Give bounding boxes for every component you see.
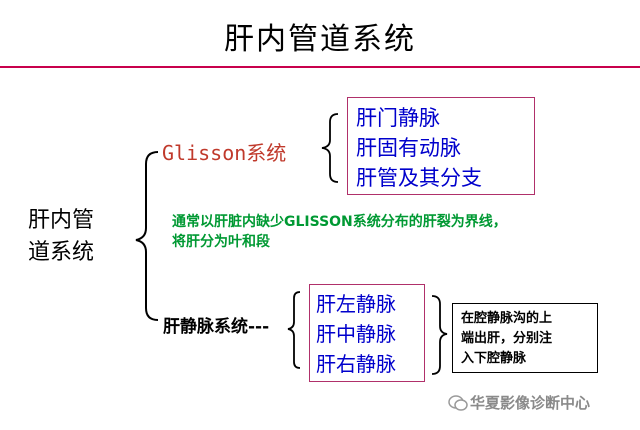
description-box: 在腔静脉沟的上 端出肝，分别注 入下腔静脉 xyxy=(452,303,598,373)
glisson-item: 肝门静脉 xyxy=(356,106,440,130)
root-label-line1: 肝内管 xyxy=(28,208,95,233)
glisson-item: 肝固有动脉 xyxy=(356,136,461,160)
hepatic-vein-item: 肝中静脉 xyxy=(316,322,396,346)
description-line3: 入下腔静脉 xyxy=(461,351,527,366)
glisson-system-label: Glisson系统 xyxy=(162,137,286,166)
note-line2: 将肝分为叶和段 xyxy=(172,234,270,250)
wechat-icon xyxy=(448,395,468,411)
division-note: 通常以肝脏内缺少GLISSON系统分布的肝裂为界线， 将肝分为叶和段 xyxy=(172,212,612,252)
hepatic-vein-brace xyxy=(287,291,301,369)
title-divider xyxy=(0,66,640,68)
hepatic-vein-items-box: 肝左静脉 肝中静脉 肝右静脉 xyxy=(309,284,425,382)
root-label: 肝内管 道系统 xyxy=(28,205,128,269)
glisson-item: 肝管及其分支 xyxy=(356,166,482,190)
page-title: 肝内管道系统 xyxy=(224,22,416,57)
watermark-text: 华夏影像诊断中心 xyxy=(470,394,591,412)
glisson-label-latin: Glisson xyxy=(162,141,247,165)
root-label-line2: 道系统 xyxy=(28,240,95,265)
main-brace xyxy=(135,151,159,321)
description-line1: 在腔静脉沟的上 xyxy=(461,311,553,326)
description-line2: 端出肝，分别注 xyxy=(461,331,553,346)
hepatic-vein-system-label: 肝静脉系统--- xyxy=(163,317,270,337)
note-line1: 通常以肝脏内缺少GLISSON系统分布的肝裂为界线， xyxy=(172,214,507,230)
hepatic-vein-item: 肝左静脉 xyxy=(316,292,396,316)
description-brace xyxy=(431,295,448,375)
glisson-brace xyxy=(321,113,339,183)
glisson-items-box: 肝门静脉 肝固有动脉 肝管及其分支 xyxy=(347,97,535,195)
hepatic-vein-item: 肝右静脉 xyxy=(316,352,396,376)
glisson-label-cn: 系统 xyxy=(246,141,287,165)
